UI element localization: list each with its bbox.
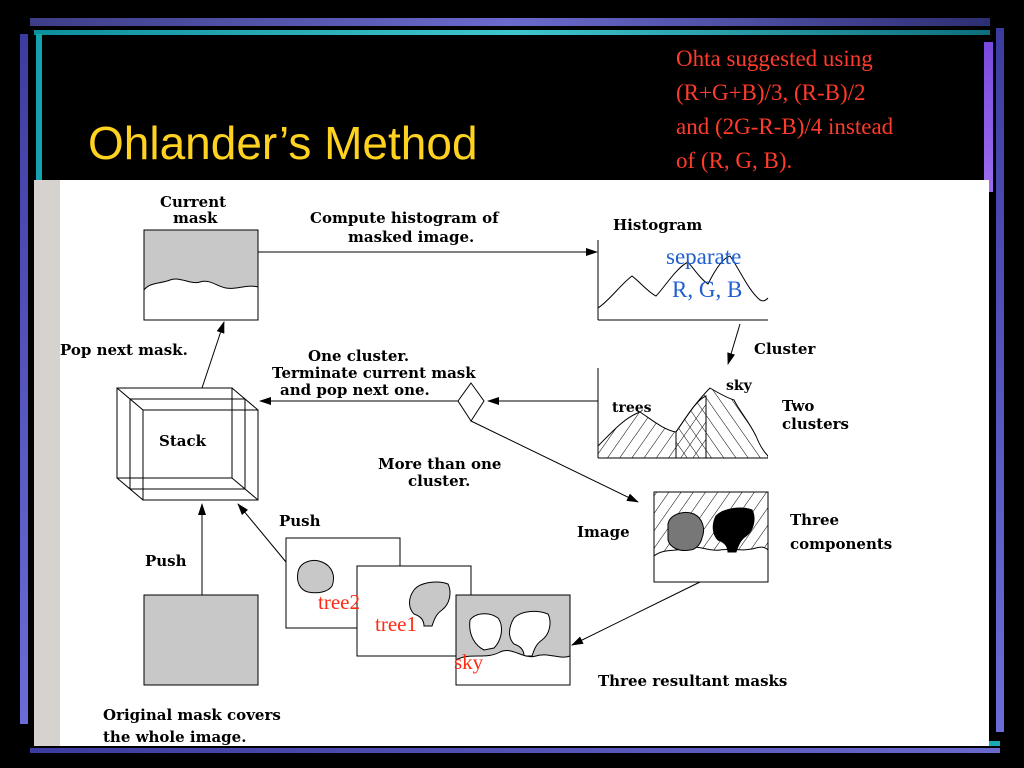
current-mask-label-2: mask xyxy=(173,209,218,227)
tree2-label: tree2 xyxy=(318,590,360,614)
decision-diamond xyxy=(457,382,485,422)
frame-bar-bottom-blue xyxy=(30,748,1000,753)
stack-box xyxy=(116,387,259,501)
push-masks-arrow xyxy=(237,503,287,563)
sky-mask-label: sky xyxy=(454,650,484,674)
histogram-plot xyxy=(597,240,769,321)
two-clusters-label-2: clusters xyxy=(782,415,849,433)
push-label-top: Push xyxy=(279,512,321,530)
frame-bar-right-purple xyxy=(984,42,993,192)
frame-bar-left-blue xyxy=(20,34,28,724)
one-cluster-label-1: One cluster. xyxy=(308,347,409,365)
pop-arrow xyxy=(201,321,225,389)
mask-sky xyxy=(455,594,571,686)
note-line: of (R, G, B). xyxy=(676,148,793,173)
compute-label-2: masked image. xyxy=(348,228,474,246)
note-line: and (2G-R-B)/4 instead xyxy=(676,114,894,139)
three-components-label-2: components xyxy=(790,535,892,553)
panel-edge xyxy=(34,180,60,746)
current-mask-label-1: Current xyxy=(160,193,226,211)
ohta-note: Ohta suggested using (R+G+B)/3, (R-B)/2 … xyxy=(676,42,893,178)
two-clusters-plot xyxy=(597,368,768,459)
separate-label-2: R, G, B xyxy=(672,277,742,302)
pop-next-label: Pop next mask. xyxy=(60,341,188,359)
trees-label: trees xyxy=(612,400,652,416)
frame-bar-top xyxy=(30,18,990,26)
original-mask-box xyxy=(143,594,259,686)
mask-tree1 xyxy=(356,565,472,657)
three-components-label-1: Three xyxy=(790,511,839,529)
current-mask-box xyxy=(143,229,259,321)
frame-bar-right-blue xyxy=(996,28,1004,732)
cluster-arrow xyxy=(727,323,741,365)
push-label-left: Push xyxy=(145,552,187,570)
one-cluster-label-2: Terminate current mask xyxy=(272,364,476,382)
resultant-masks-label: Three resultant masks xyxy=(598,672,787,690)
more-clusters-label-2: cluster. xyxy=(408,472,470,490)
frame-bar-top-cyan xyxy=(34,30,990,35)
cluster-label: Cluster xyxy=(754,340,816,358)
image-label: Image xyxy=(577,523,630,541)
note-line: (R+G+B)/3, (R-B)/2 xyxy=(676,80,866,105)
more-clusters-label-1: More than one xyxy=(378,455,501,473)
compute-label-1: Compute histogram of xyxy=(310,209,500,227)
original-mask-label-1: Original mask covers xyxy=(103,706,281,724)
resultant-arrow xyxy=(571,581,701,646)
original-mask-label-2: the whole image. xyxy=(103,728,246,746)
three-components-image xyxy=(653,491,769,583)
stack-label: Stack xyxy=(159,432,207,450)
note-line: Ohta suggested using xyxy=(676,46,873,71)
histogram-label: Histogram xyxy=(613,216,702,234)
tree1-label: tree1 xyxy=(375,612,417,636)
two-clusters-label-1: Two xyxy=(782,397,814,415)
separate-label-1: separate xyxy=(666,244,741,269)
slide-title: Ohlander’s Method xyxy=(88,117,478,169)
sky-hist-label: sky xyxy=(726,378,753,394)
more-clusters-arrow xyxy=(470,420,639,503)
one-cluster-label-3: and pop next one. xyxy=(280,381,430,399)
